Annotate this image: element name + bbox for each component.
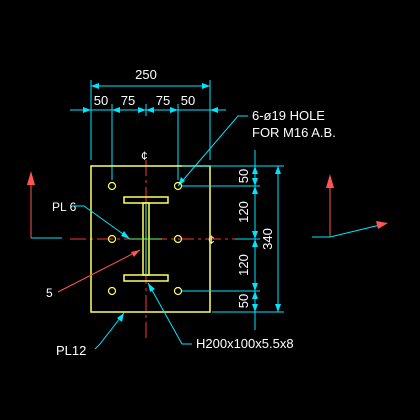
weld-arrow bbox=[131, 250, 140, 257]
section-callout: H200x100x5.5x8 bbox=[147, 282, 294, 351]
hole-note-line-2: FOR M16 A.B. bbox=[252, 125, 336, 140]
v-segment-label-1: 50 bbox=[236, 169, 251, 183]
plate-12-leader bbox=[94, 312, 125, 350]
right-axis-diagonal-arrow-icon bbox=[376, 221, 388, 229]
weld-size-label: 5 bbox=[46, 286, 53, 300]
overall-width-dimension: 250 bbox=[90, 67, 211, 160]
overall-height-arrow-bottom bbox=[275, 304, 281, 312]
plate-6-arrow bbox=[121, 231, 130, 239]
plate-6-label: PL 6 bbox=[52, 200, 77, 214]
bolt-hole-icon bbox=[107, 286, 117, 296]
overall-height-label: 340 bbox=[260, 228, 275, 250]
section-leader bbox=[147, 282, 192, 345]
plate-12-callout: PL12 bbox=[56, 312, 125, 358]
weld-callout: 5 bbox=[46, 249, 141, 300]
plate-12-arrow bbox=[117, 313, 124, 322]
v-segment-label-3: 120 bbox=[236, 254, 251, 276]
v-segment-arrow-3 bbox=[252, 186, 258, 194]
overall-width-arrow-right bbox=[202, 83, 210, 89]
hole-note-leader bbox=[177, 115, 248, 187]
segment-arrow-4 bbox=[146, 107, 154, 113]
hole-note-arrow bbox=[178, 177, 185, 186]
v-segment-arrow-6 bbox=[252, 283, 258, 291]
v-segment-label-4: 50 bbox=[236, 294, 251, 308]
section-arrow bbox=[148, 283, 155, 292]
v-segment-arrow-2 bbox=[252, 178, 258, 186]
overall-width-arrow-left bbox=[91, 83, 99, 89]
plate-6-leader bbox=[72, 205, 131, 240]
bolt-hole-icon bbox=[173, 234, 183, 244]
bolt-hole-icon bbox=[173, 181, 183, 191]
segment-label-1: 50 bbox=[94, 93, 108, 108]
hole-note: 6-ø19 HOLE FOR M16 A.B. bbox=[177, 108, 336, 187]
overall-height-arrow-top bbox=[275, 166, 281, 174]
horizontal-centerline-symbol: ¢ bbox=[208, 233, 215, 247]
segment-arrow-3 bbox=[138, 107, 146, 113]
bolt-hole-icon bbox=[107, 181, 117, 191]
segment-arrow-6 bbox=[210, 107, 218, 113]
bolt-hole-icon bbox=[173, 286, 183, 296]
base-plate-outline bbox=[90, 165, 211, 313]
segment-label-2: 75 bbox=[121, 93, 135, 108]
segment-height-dimension: 50 120 120 50 bbox=[182, 150, 260, 330]
left-axis-arrow-icon bbox=[27, 171, 35, 185]
v-segment-arrow-1 bbox=[252, 166, 258, 174]
v-segment-arrow-8 bbox=[252, 304, 258, 312]
v-segment-arrow-7 bbox=[252, 291, 258, 299]
segment-arrow-5 bbox=[170, 107, 178, 113]
segment-width-dimension: 50 75 75 50 bbox=[70, 93, 226, 180]
segment-arrow-1 bbox=[83, 107, 91, 113]
segment-arrow-2 bbox=[112, 107, 120, 113]
overall-width-label: 250 bbox=[135, 67, 157, 82]
bolt-holes bbox=[107, 181, 183, 296]
vertical-centerline-symbol: ¢ bbox=[141, 149, 148, 163]
v-segment-label-2: 120 bbox=[236, 201, 251, 223]
hole-note-line-1: 6-ø19 HOLE bbox=[252, 108, 325, 123]
weld-leader bbox=[57, 249, 141, 293]
overall-height-dimension: 340 bbox=[258, 165, 284, 313]
plate-12-label: PL12 bbox=[56, 343, 86, 358]
segment-label-4: 50 bbox=[181, 93, 195, 108]
h-section bbox=[123, 196, 169, 282]
section-label: H200x100x5.5x8 bbox=[196, 336, 294, 351]
plate-6-callout: PL 6 bbox=[52, 200, 131, 240]
segment-label-3: 75 bbox=[156, 93, 170, 108]
left-axis-icon bbox=[27, 171, 62, 239]
bolt-hole-icon bbox=[107, 234, 117, 244]
right-axis-icon bbox=[312, 174, 388, 238]
right-axis-diagonal bbox=[329, 224, 381, 238]
right-axis-arrow-icon bbox=[326, 174, 334, 188]
v-segment-arrow-5 bbox=[252, 239, 258, 247]
v-segment-arrow-4 bbox=[252, 231, 258, 239]
